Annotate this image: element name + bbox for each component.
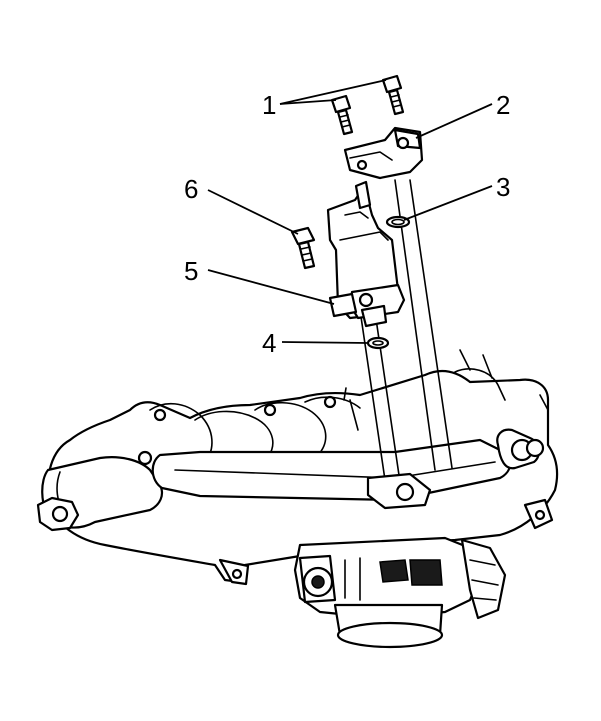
gasket — [328, 292, 388, 328]
leader-4 — [281, 341, 369, 344]
bolt-left — [330, 94, 354, 136]
throttle-body — [293, 536, 507, 649]
leader-1b — [279, 79, 387, 105]
callout-5: 5 — [184, 256, 198, 286]
sensor-connector — [343, 126, 424, 180]
leader-2 — [415, 103, 493, 139]
seal-washer — [366, 336, 390, 350]
leader-3 — [403, 185, 493, 221]
callout-3: 3 — [496, 172, 510, 202]
leader-5 — [207, 269, 335, 305]
leader-6 — [207, 189, 299, 235]
callout-4: 4 — [262, 328, 276, 358]
callout-2: 2 — [496, 90, 510, 120]
actuator-rods — [343, 179, 453, 510]
callout-labels: 1 2 3 4 5 6 — [184, 90, 510, 358]
callout-1: 1 — [262, 90, 276, 120]
callout-6: 6 — [184, 174, 198, 204]
bolt-right — [381, 74, 405, 116]
o-ring-upper — [385, 215, 411, 229]
leader-lines — [207, 79, 493, 344]
actuator-body — [326, 180, 406, 320]
bolt-single — [290, 226, 316, 270]
leader-1a — [279, 99, 337, 105]
